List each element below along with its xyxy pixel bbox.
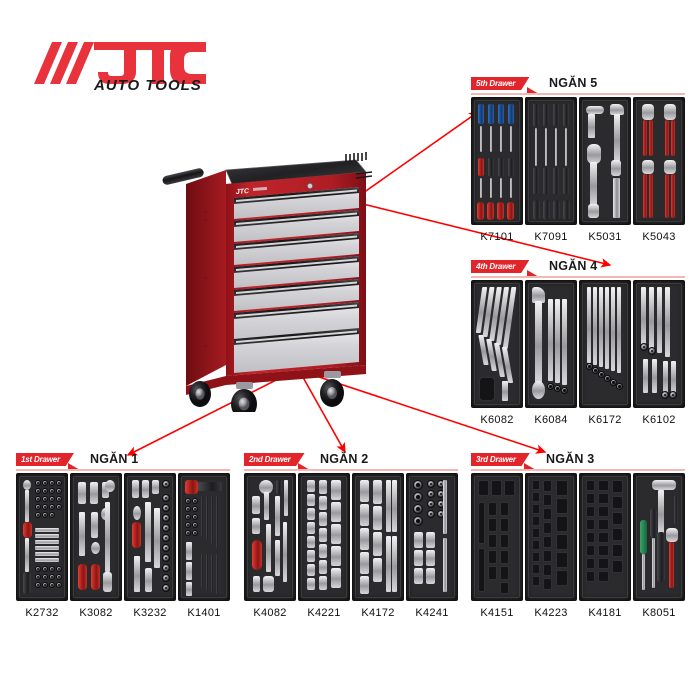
divider-drawer-1 xyxy=(16,469,230,471)
trays-drawer-1 xyxy=(16,473,230,601)
codes-drawer-2: K4082 K4221 K4172 K4241 xyxy=(244,607,458,619)
divider-drawer-2 xyxy=(244,469,458,471)
code-k4082: K4082 xyxy=(253,607,287,619)
codes-drawer-4: K6082 K6084 K6172 K6102 xyxy=(471,414,685,426)
tray-k4223[interactable] xyxy=(525,473,577,601)
panel-header-drawer-2: 2nd Drawer NGĂN 2 xyxy=(244,452,458,471)
cart-side-hooks xyxy=(355,171,373,179)
tray-k4082[interactable] xyxy=(244,473,296,601)
title-drawer-3: NGĂN 3 xyxy=(546,452,595,466)
tray-k4172[interactable] xyxy=(352,473,404,601)
code-k4241: K4241 xyxy=(415,607,449,619)
panel-drawer-1: 1st Drawer NGĂN 1 xyxy=(16,452,230,619)
tray-k8051[interactable] xyxy=(633,473,685,601)
code-k6102: K6102 xyxy=(642,414,676,426)
trays-drawer-2 xyxy=(244,473,458,601)
title-drawer-2: NGĂN 2 xyxy=(320,452,369,466)
panel-drawer-4: 4th Drawer NGĂN 4 xyxy=(471,259,685,426)
code-k2732: K2732 xyxy=(25,607,59,619)
jtc-auto-tools-logo: AUTO TOOLS xyxy=(32,36,212,92)
tray-k6082[interactable] xyxy=(471,280,523,408)
cart-jtc-logo: JTC xyxy=(236,186,268,196)
panel-drawer-3: 3rd Drawer NGĂN 3 xyxy=(471,452,685,619)
tray-k6172[interactable] xyxy=(579,280,631,408)
code-k5031: K5031 xyxy=(588,231,622,243)
codes-drawer-1: K2732 K3082 K3232 K1401 xyxy=(16,607,230,619)
badge-drawer-3: 3rd Drawer xyxy=(471,453,530,466)
tray-k4241[interactable] xyxy=(406,473,458,601)
tray-k5031[interactable] xyxy=(579,97,631,225)
tray-k2732[interactable] xyxy=(16,473,68,601)
tray-k4151[interactable] xyxy=(471,473,523,601)
codes-drawer-5: K7101 K7091 K5031 K5043 xyxy=(471,231,685,243)
tray-k5043[interactable] xyxy=(633,97,685,225)
badge-drawer-2: 2nd Drawer xyxy=(244,453,305,466)
cart-lock xyxy=(307,183,313,189)
code-k3082: K3082 xyxy=(79,607,113,619)
code-k6082: K6082 xyxy=(480,414,514,426)
tray-k4221[interactable] xyxy=(298,473,350,601)
title-drawer-4: NGĂN 4 xyxy=(549,259,598,273)
code-k4223: K4223 xyxy=(534,607,568,619)
panel-header-drawer-4: 4th Drawer NGĂN 4 xyxy=(471,259,685,278)
code-k6084: K6084 xyxy=(534,414,568,426)
tray-k6084[interactable] xyxy=(525,280,577,408)
code-k4172: K4172 xyxy=(361,607,395,619)
code-k1401: K1401 xyxy=(187,607,221,619)
divider-drawer-3 xyxy=(471,469,685,471)
title-drawer-1: NGĂN 1 xyxy=(90,452,139,466)
tray-k3232[interactable] xyxy=(124,473,176,601)
tray-k6102[interactable] xyxy=(633,280,685,408)
divider-drawer-5 xyxy=(471,93,685,95)
code-k4221: K4221 xyxy=(307,607,341,619)
arrow-to-drawer-5 xyxy=(362,111,480,194)
cart-casters xyxy=(189,371,344,419)
badge-drawer-1: 1st Drawer xyxy=(16,453,74,466)
trays-drawer-4 xyxy=(471,280,685,408)
cart-side-rivets xyxy=(204,210,208,348)
panel-drawer-2: 2nd Drawer NGĂN 2 xyxy=(244,452,458,619)
svg-text:JTC: JTC xyxy=(236,188,251,196)
codes-drawer-3: K4151 K4223 K4181 K8051 xyxy=(471,607,685,619)
badge-drawer-4: 4th Drawer xyxy=(471,260,530,273)
tray-k4181[interactable] xyxy=(579,473,631,601)
code-k7101: K7101 xyxy=(480,231,514,243)
code-k6172: K6172 xyxy=(588,414,622,426)
tool-cart-image: JTC xyxy=(160,150,373,419)
divider-drawer-4 xyxy=(471,276,685,278)
svg-text:AUTO TOOLS: AUTO TOOLS xyxy=(93,77,202,92)
cart-drawers xyxy=(234,187,359,373)
panel-header-drawer-3: 3rd Drawer NGĂN 3 xyxy=(471,452,685,471)
cart-tool-hangers xyxy=(345,152,367,162)
code-k5043: K5043 xyxy=(642,231,676,243)
code-k8051: K8051 xyxy=(642,607,676,619)
tray-k1401[interactable] xyxy=(178,473,230,601)
tray-k7091[interactable] xyxy=(525,97,577,225)
trays-drawer-5 xyxy=(471,97,685,225)
code-k7091: K7091 xyxy=(534,231,568,243)
tray-k3082[interactable] xyxy=(70,473,122,601)
code-k4151: K4151 xyxy=(480,607,514,619)
code-k4181: K4181 xyxy=(588,607,622,619)
panel-header-drawer-5: 5th Drawer NGĂN 5 xyxy=(471,76,685,95)
panel-header-drawer-1: 1st Drawer NGĂN 1 xyxy=(16,452,230,471)
badge-drawer-5: 5th Drawer xyxy=(471,77,530,90)
trays-drawer-3 xyxy=(471,473,685,601)
green-screwdriver-handle xyxy=(640,520,647,554)
panel-drawer-5: 5th Drawer NGĂN 5 xyxy=(471,76,685,243)
title-drawer-5: NGĂN 5 xyxy=(549,76,598,90)
tray-k7101[interactable] xyxy=(471,97,523,225)
code-k3232: K3232 xyxy=(133,607,167,619)
